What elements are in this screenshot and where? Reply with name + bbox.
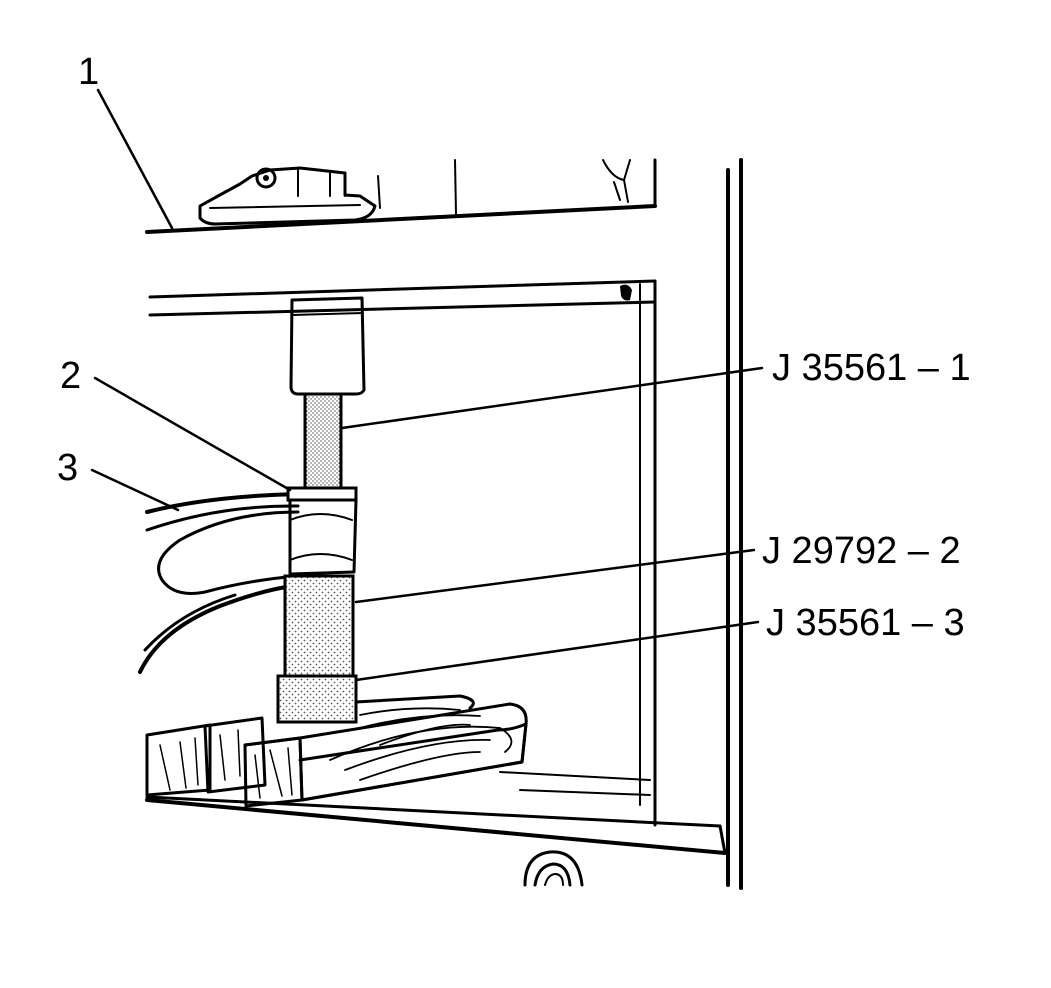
- callout-j35561-1: J 35561 – 1: [772, 347, 971, 389]
- leader-j35561-1: [340, 366, 764, 430]
- press-bed: [145, 771, 727, 887]
- callout-item-2: 2: [60, 355, 81, 397]
- press-frame: [726, 158, 743, 890]
- leader-j35561-3: [354, 620, 760, 682]
- wood-blocks: [145, 694, 528, 808]
- press-crossbar: [148, 279, 657, 827]
- callout-item-1: 1: [78, 51, 99, 93]
- tool-j35561-3: [276, 574, 358, 724]
- callout-j29792-2: J 29792 – 2: [762, 530, 961, 572]
- press-ram: [289, 296, 366, 396]
- leader-item-1: [96, 88, 174, 230]
- callout-item-3: 3: [57, 447, 78, 489]
- upper-component: [145, 158, 657, 234]
- leader-lines: [90, 88, 764, 682]
- leader-item-3: [90, 468, 180, 512]
- leader-j29792-2: [354, 548, 756, 604]
- callout-j35561-3: J 35561 – 3: [766, 602, 965, 644]
- hose-item-3: [138, 492, 302, 674]
- tool-j35561-1-shaft: [303, 392, 343, 492]
- callout-labels: 1 2 3 J 35561 – 1 J 29792 – 2 J 35561 – …: [57, 51, 971, 644]
- leader-item-2: [93, 376, 292, 492]
- tool-j29792-2: [286, 486, 358, 582]
